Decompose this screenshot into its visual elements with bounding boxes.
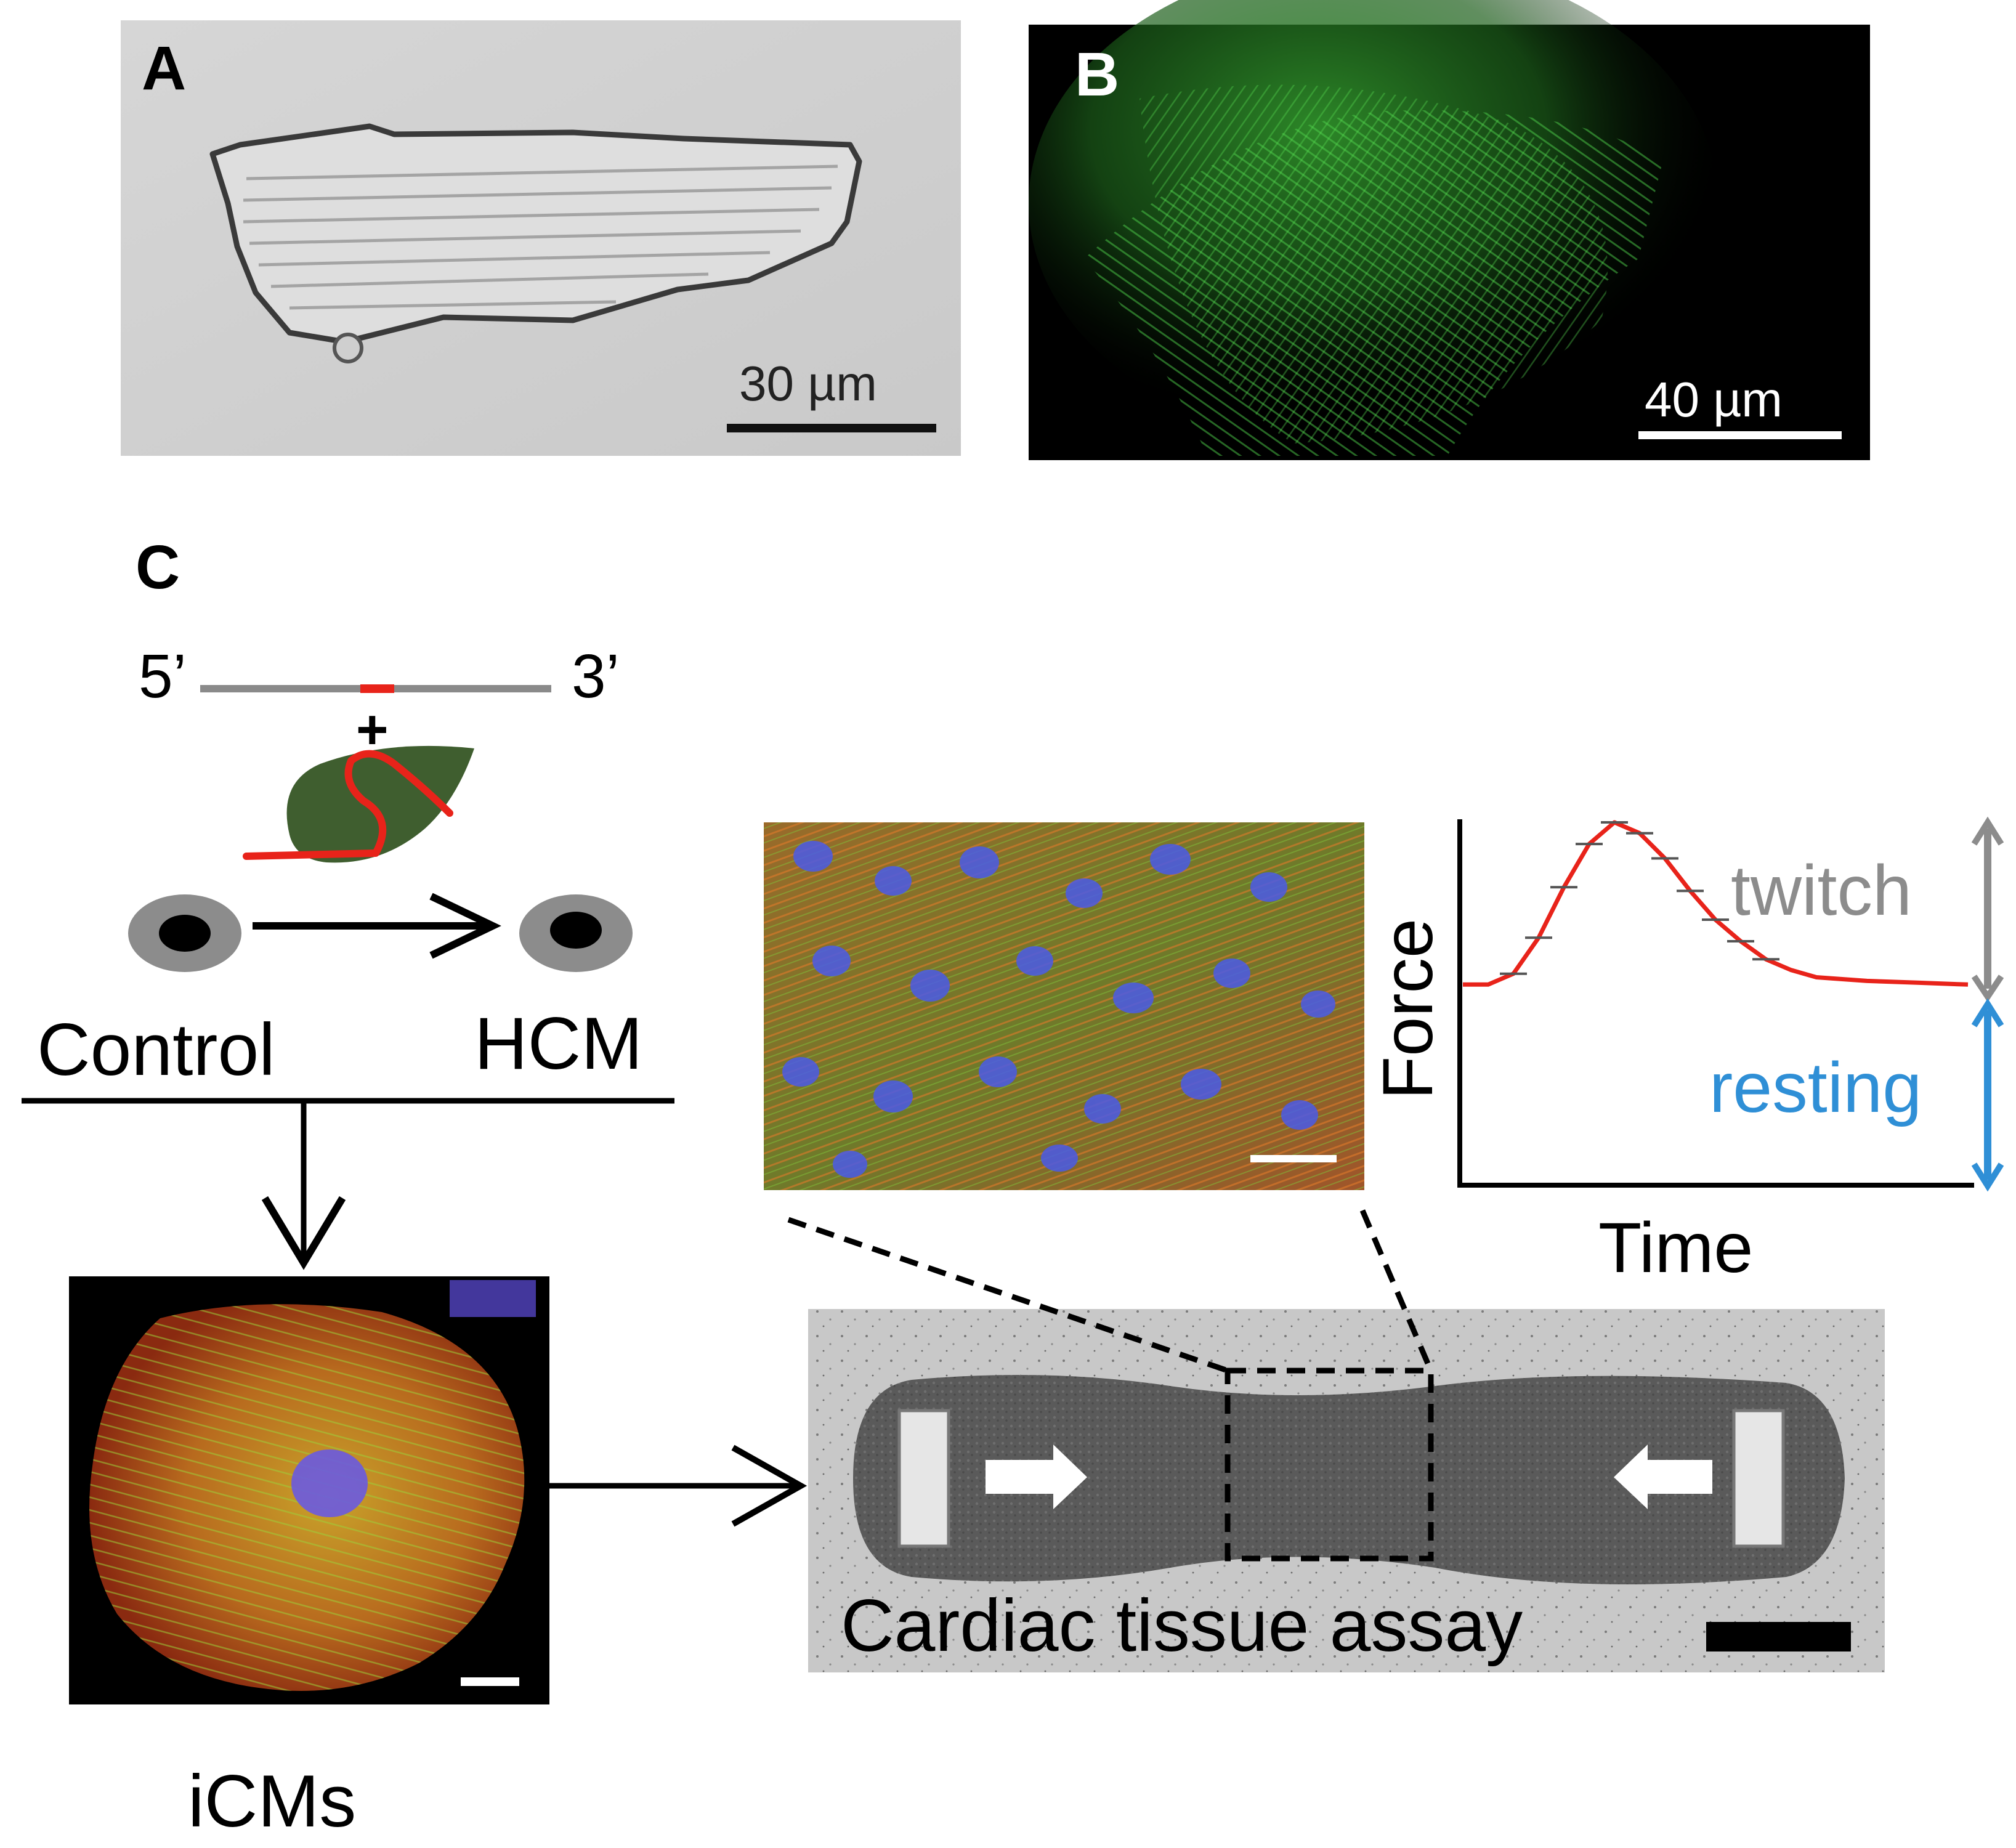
engineered-tissue [853,1375,1845,1584]
control-cell-nucleus-icon [159,915,211,952]
panel-c: C 5’ 3’ + Control HCM iCMs [22,533,2004,1842]
panel-b-fibers-cross [1140,84,1608,444]
panel-a: A 30 µm [121,20,961,456]
twitch-arrow-top-head-icon [1971,816,2004,846]
icm-nucleus [291,1449,368,1517]
twitch-arrow-bottom-head-icon [1971,975,2004,1003]
resting-arrow-top-head-icon [1971,998,2004,1027]
panel-b-scale-label: 40 µm [1645,372,1783,427]
control-label: Control [37,1008,275,1091]
panel-c-label: C [136,533,180,602]
panel-a-scale-bar [727,424,936,432]
zoom-region-box [1225,1368,1434,1562]
hcm-label: HCM [474,1002,642,1085]
left-pointing-arrow-icon [1614,1445,1712,1509]
cardiomyocyte-cell [209,123,862,345]
panel-b: B 40 µm [1029,0,1870,460]
conversion-arrow-head-icon [429,893,501,959]
cell-striations [243,164,838,310]
icm-neighbor-cell [450,1280,536,1317]
panel-a-scale-label: 30 µm [739,356,877,411]
force-curve-layer [1463,820,1969,987]
tissue-zoom-nuclei [782,841,1335,1178]
resting-arrow-bottom-head-icon [1971,1162,2004,1192]
right-pointing-arrow-icon [986,1445,1087,1509]
guide-rna-strand [243,750,453,860]
gene-editing-enzyme-icon [286,745,474,863]
panel-a-label: A [142,34,186,103]
force-plot: Force Time twitch resting [1369,816,2004,1287]
right-post [1732,1409,1785,1548]
force-trace-line [1463,820,1969,987]
assay-arrow-head-icon [731,1445,808,1527]
tissue-zoom-scale-bar [1250,1155,1337,1162]
panel-b-scale-bar [1638,431,1842,439]
icms-label: iCMs [188,1760,356,1842]
time-axis-label: Time [1598,1209,1753,1287]
icms-scale-bar [461,1677,519,1686]
five-prime-label: 5’ [139,642,187,711]
zoom-line-left [787,1217,1229,1374]
down-arrow-head-icon [261,1196,346,1270]
cell-bleb [333,333,363,363]
hcm-cell-nucleus-icon [550,912,602,949]
panel-b-label: B [1075,40,1119,109]
tissue-assay-label: Cardiac tissue assay [841,1584,1523,1667]
twitch-label: twitch [1731,851,1912,930]
tissue-assay-scale-bar [1706,1622,1851,1651]
left-post [897,1409,950,1548]
resting-label: resting [1709,1048,1922,1127]
force-axis-label: Force [1369,918,1447,1100]
three-prime-label: 3’ [572,642,620,711]
